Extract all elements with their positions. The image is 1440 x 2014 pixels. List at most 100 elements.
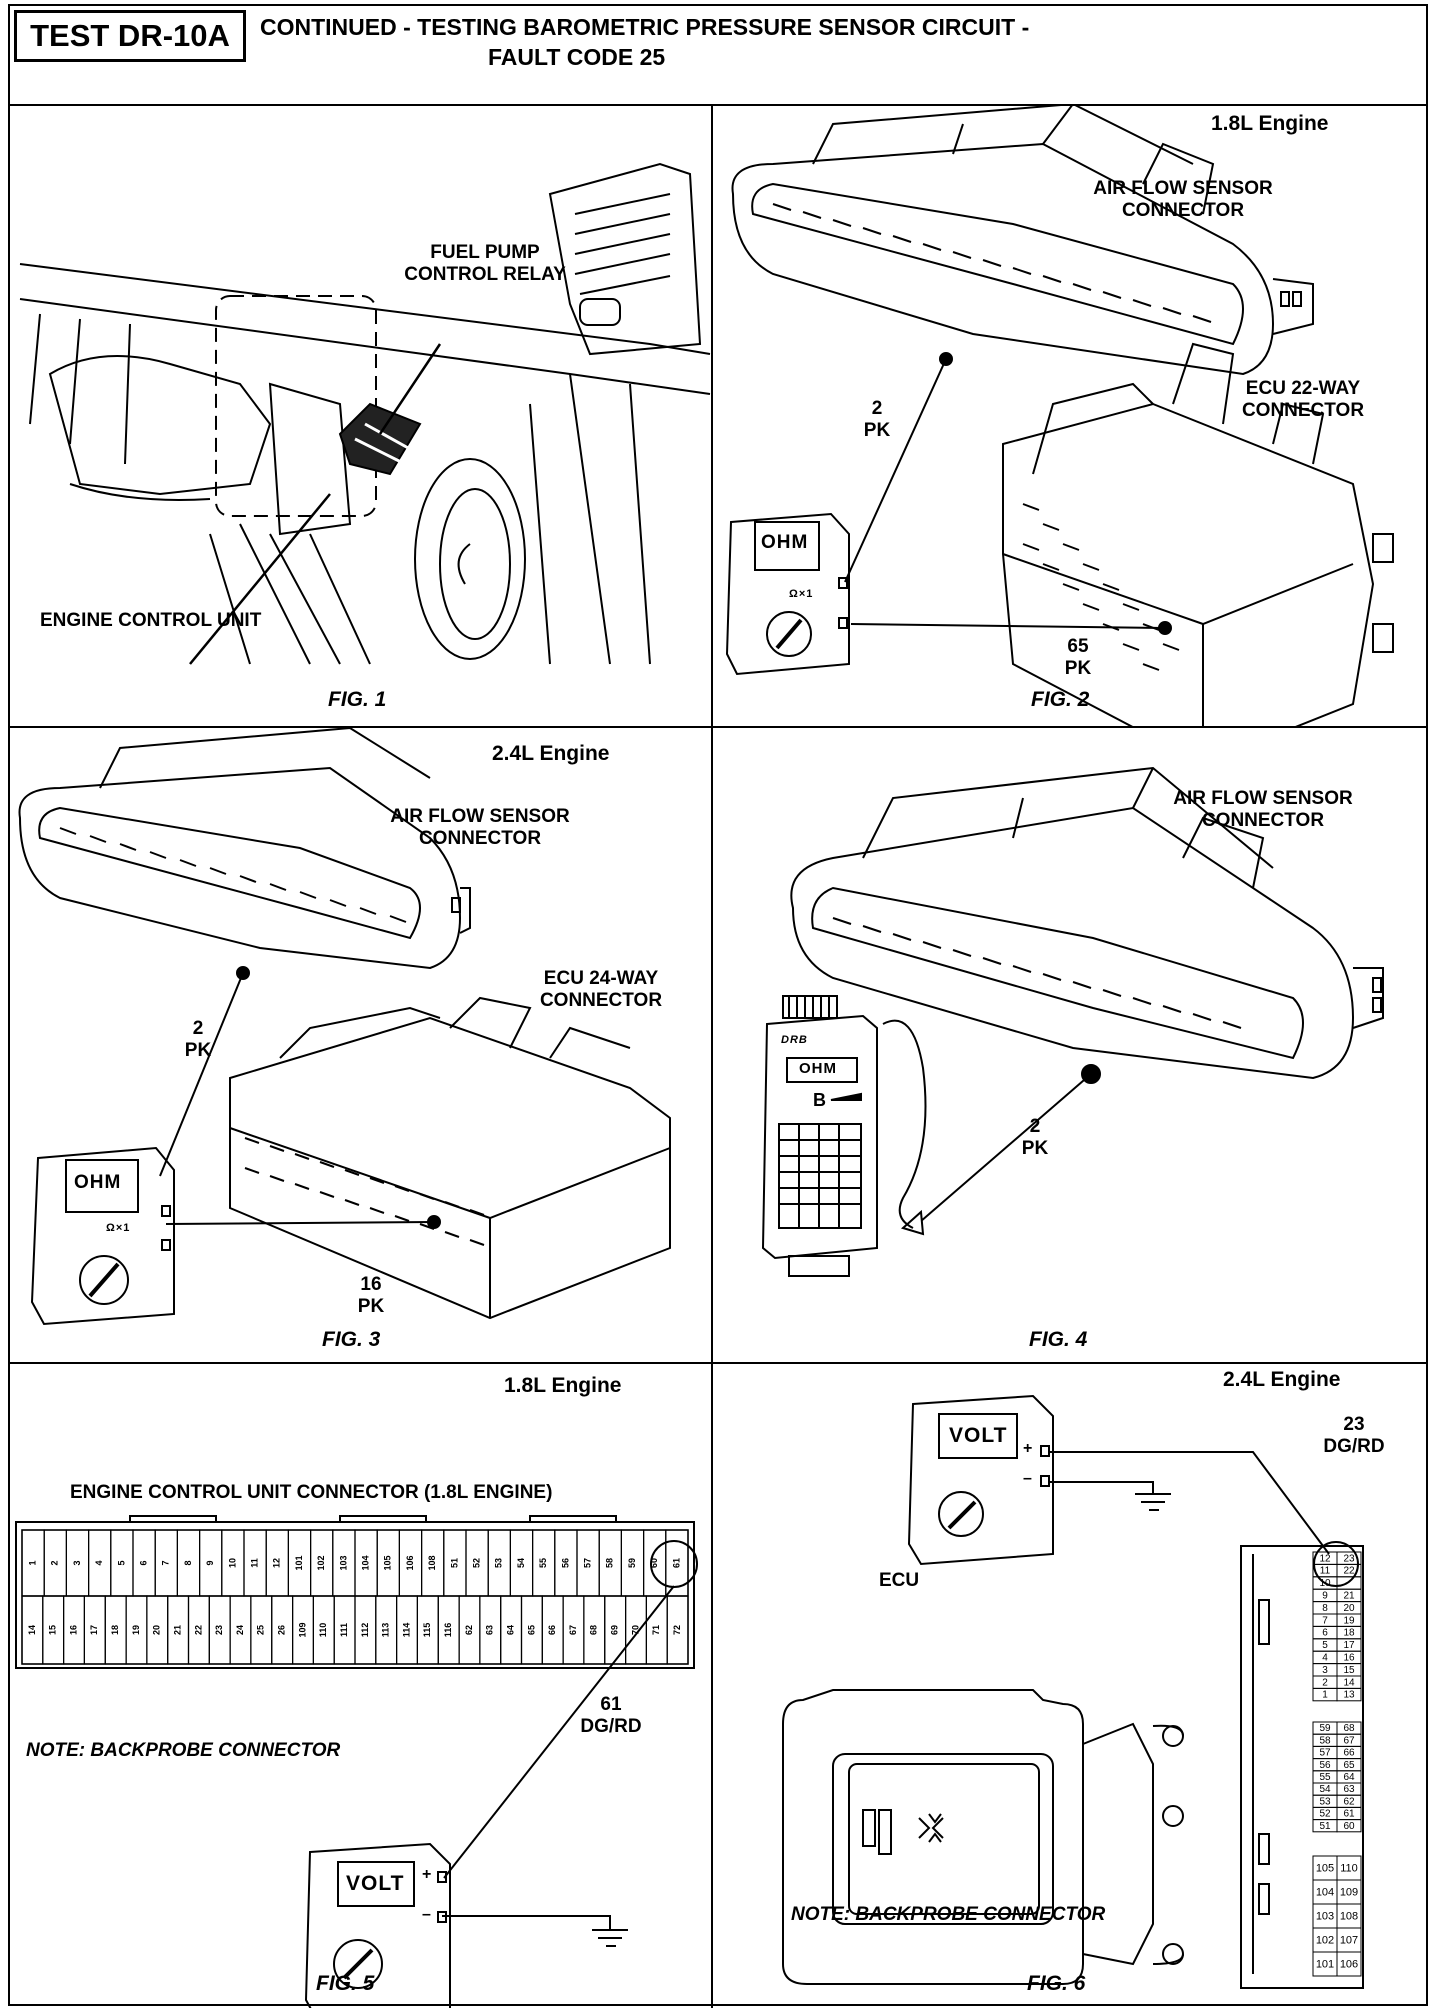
fig6-pin-label: 23 DG/RD (1323, 1414, 1385, 1457)
page-header: TEST DR-10A CONTINUED - TESTING BAROMETR… (10, 6, 1426, 106)
ecu-pin-number: 11 (249, 1558, 259, 1568)
fig4-caption: FIG. 4 (1029, 1328, 1088, 1351)
ecu-pin-number: 25 (256, 1625, 266, 1635)
ecu-pin-cell (666, 1595, 689, 1665)
ground-symbol (1135, 1493, 1171, 1511)
airflow-sensor-connector (731, 104, 1314, 376)
ecu-pin-number: 23 (1343, 1553, 1355, 1564)
ecu-pin-number: 57 (1319, 1748, 1331, 1759)
ecu-pin-number: 59 (627, 1558, 637, 1568)
ecu-pin-number: 103 (1316, 1910, 1334, 1922)
ecu-pin-number: 115 (422, 1623, 432, 1638)
ecu-pin-number: 54 (1319, 1784, 1331, 1795)
ohmmeter (30, 1146, 175, 1326)
fig2-engine: 1.8L Engine (1211, 112, 1329, 135)
ecu-pin-number: 2 (50, 1560, 60, 1565)
fig3-engine: 2.4L Engine (492, 742, 610, 765)
ecu-pin-number: 58 (605, 1558, 615, 1568)
fig6-engine: 2.4L Engine (1223, 1368, 1341, 1391)
fig3-ecu-label: ECU 24-WAY CONNECTOR (539, 968, 663, 1011)
title-line-1: CONTINUED - TESTING BAROMETRIC PRESSURE … (260, 14, 1030, 40)
ecu-pin-number: 58 (1319, 1735, 1331, 1746)
ecu-pin-number: 1 (27, 1560, 37, 1565)
ecu-pin-number: 107 (1340, 1934, 1358, 1946)
fig2-meter-range: Ω×1 (789, 588, 814, 600)
fig2-sensor-label: AIR FLOW SENSOR CONNECTOR (1093, 178, 1273, 221)
fig6-panel: 2.4L Engine (713, 1364, 1428, 2008)
ecu-pin-number: 14 (27, 1625, 37, 1635)
ecu-pin-number: 72 (672, 1625, 682, 1635)
ecu-pin-number: 60 (1343, 1821, 1355, 1832)
ecu-pin-number: 62 (464, 1625, 474, 1635)
fig5-probe-lead (443, 1585, 675, 1879)
ecu-pin-number: 66 (547, 1625, 557, 1635)
ecu-pin-number: 102 (316, 1555, 326, 1570)
fig5-meter-plus: + (422, 1866, 433, 1883)
fig2-caption: FIG. 2 (1031, 688, 1090, 711)
ecu-pin-number: 8 (1322, 1603, 1328, 1614)
ecu-pin-number: 20 (152, 1625, 162, 1635)
fig6-note: NOTE: BACKPROBE CONNECTOR (791, 1904, 1106, 1925)
ecu-pin-number: 55 (1319, 1772, 1331, 1783)
ecu-pin-number: 9 (1322, 1591, 1328, 1602)
fig2-lead-b (850, 623, 1166, 629)
ecu-pin-number: 102 (1316, 1934, 1334, 1946)
relay-shape (338, 402, 422, 476)
title-line-2: FAULT CODE 25 (488, 44, 666, 70)
ecu-22-way-connector (1002, 342, 1394, 726)
fig5-connector-title: ENGINE CONTROL UNIT CONNECTOR (1.8L ENGI… (70, 1482, 553, 1503)
fig3-pin-a-label: 2 PK (184, 1018, 212, 1061)
ecu-pin-number: 5 (1322, 1640, 1328, 1651)
ecu-pin-number: 53 (1319, 1796, 1331, 1807)
ecu-pin-number: 67 (568, 1625, 578, 1635)
ecu-pin-number: 15 (1343, 1665, 1355, 1676)
ohmmeter (725, 512, 850, 676)
ecu-pin-number: 9 (205, 1560, 215, 1565)
ecu-pin-number: 60 (649, 1558, 659, 1568)
ecu-pin-number: 103 (338, 1555, 348, 1570)
ecu-pin-number: 19 (131, 1625, 141, 1635)
ecu-pin-number: 2 (1322, 1677, 1328, 1688)
fig2-drawing (725, 104, 1394, 726)
fig4-tester-brand: DRB (781, 1034, 808, 1046)
ecu-pin-number: 19 (1343, 1615, 1355, 1626)
fig5-ground-lead (442, 1915, 611, 1930)
ecu-pin-number: 3 (72, 1560, 82, 1565)
ecu-pin-number: 5 (116, 1560, 126, 1565)
ecu-pin-number: 106 (1340, 1958, 1358, 1970)
ecu-pin-number: 68 (1343, 1723, 1355, 1734)
page-title: CONTINUED - TESTING BAROMETRIC PRESSURE … (260, 12, 1260, 72)
ecu-pin-number: 12 (1319, 1553, 1331, 1564)
fig5-engine: 1.8L Engine (504, 1374, 622, 1397)
fig4-sensor-label: AIR FLOW SENSOR CONNECTOR (1173, 788, 1353, 831)
ecu-pin-number: 65 (526, 1625, 536, 1635)
ecu-pin-number: 17 (1343, 1640, 1355, 1651)
ecu-pin-number: 23 (214, 1625, 224, 1635)
voltmeter (304, 1842, 451, 2008)
airflow-sensor-connector (790, 766, 1384, 1080)
fig3-lead-b (165, 1221, 435, 1225)
fig3-lead-a (159, 972, 244, 1177)
ecu-pin-number: 101 (294, 1555, 304, 1570)
fig2-panel: 1.8L Engine AIR FLOW SENSOR CONNECTOR EC… (713, 104, 1428, 728)
ecu-pin-cell (1336, 1576, 1362, 1590)
ecu-pin-number: 22 (193, 1625, 203, 1635)
ecu-pin-number: 21 (172, 1625, 182, 1635)
ecu-pin-number: 108 (427, 1555, 437, 1570)
ecu-pin-number: 51 (449, 1558, 459, 1568)
ecu-pin-number: 15 (48, 1625, 58, 1635)
fig2-meter-display: OHM (761, 532, 809, 553)
fig5-pin-label: 61 DG/RD (580, 1694, 642, 1737)
ecu-pin-cell (1336, 1687, 1362, 1702)
fig1-panel: FUEL PUMP CONTROL RELAY ENGINE CONTROL U… (10, 104, 713, 728)
fig3-sensor-label: AIR FLOW SENSOR CONNECTOR (390, 806, 570, 849)
fig4-tester-screen: OHM (799, 1060, 837, 1077)
ecu-pin-number: 70 (630, 1625, 640, 1635)
fig1-ecu-label: ENGINE CONTROL UNIT (40, 610, 262, 631)
ecu-pin-number: 104 (360, 1555, 370, 1570)
ecu-pin-number: 68 (589, 1625, 599, 1635)
ecu-pin-number: 14 (1343, 1677, 1355, 1688)
ecu-module (782, 1689, 1184, 1985)
